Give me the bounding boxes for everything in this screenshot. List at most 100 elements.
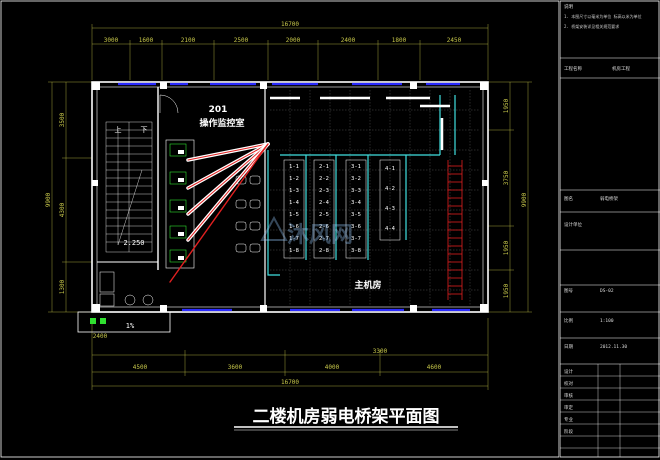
radial-cable-trays: [169, 142, 270, 283]
workstations: [169, 143, 187, 263]
right-dim-3: 1950: [503, 240, 510, 255]
bottom-dim-total-2: 3300: [373, 348, 388, 355]
rack-label: 1-6: [289, 224, 299, 230]
top-dim-6: 2400: [341, 37, 356, 44]
bottom-dim-4: 4600: [427, 364, 442, 371]
top-dim-3: 2100: [181, 37, 196, 44]
rack-label: 1-5: [289, 212, 299, 218]
drawing-label: 图名: [564, 195, 573, 202]
rack-label: 3-1: [351, 164, 361, 170]
bottom-left-stub-dim: 2400: [93, 333, 108, 340]
restroom-items: [90, 318, 106, 324]
rack-label: 1-3: [289, 188, 299, 194]
sign-row-label: 阶段: [564, 428, 573, 435]
right-dim-1: 1950: [503, 98, 510, 113]
number-label: 图号: [564, 288, 573, 294]
project-label: 工程名称: [564, 65, 582, 72]
rack-label: 4-2: [385, 186, 395, 192]
rack-label: 4-3: [385, 206, 395, 212]
bottom-dim-1: 4500: [133, 364, 148, 371]
note-line-1: 1. 本图尺寸以毫米为单位 标高以米为单位: [564, 13, 642, 19]
top-dim-4: 2500: [234, 37, 249, 44]
top-dim-8: 2450: [447, 37, 462, 44]
rack-label: 3-6: [351, 224, 361, 230]
top-dim-2: 1600: [139, 37, 154, 44]
rack-label: 2-4: [319, 200, 330, 206]
rack-label: 1-4: [289, 200, 300, 206]
raised-floor-grid: [270, 90, 480, 305]
left-overall-dimension: 9900: [45, 192, 52, 207]
drawing-value: 弱电桥架: [600, 195, 618, 202]
project-value: 机房工程: [612, 65, 630, 72]
stair-down-label: 下: [141, 126, 148, 134]
sign-row-label: 审定: [564, 404, 573, 411]
scale-value: 1:100: [600, 318, 614, 324]
note-line-2: 2. 桥架安装详见相关规范要求: [564, 23, 619, 29]
white-cable-trays: [270, 96, 450, 150]
floor-plan-drawing: 16700 3000 1600 2100 2500 2000 2400 1800…: [0, 0, 560, 458]
control-room-number: 201: [209, 105, 228, 115]
bottom-dim-2: 3600: [228, 364, 243, 371]
watermark-logo-icon: 沐风网: [260, 215, 353, 248]
rack-label: 2-3: [319, 188, 329, 194]
left-dimensions: [48, 81, 92, 313]
columns: [92, 82, 488, 312]
date-value: 2012.11.30: [600, 344, 627, 350]
workstation-screens: [178, 150, 184, 260]
notes-label: 说明: [564, 3, 573, 10]
bottom-overall-dimension: 16700: [281, 379, 299, 386]
watermark-text: 沐风网: [287, 223, 353, 248]
rack-label: 2-7: [319, 236, 329, 242]
right-overall-dimension: 9900: [521, 192, 528, 207]
cyan-cable-trays: [267, 95, 456, 276]
sign-row-label: 校对: [564, 380, 573, 387]
rack-label: 4-1: [385, 166, 395, 172]
bottom-dim-3: 4000: [325, 364, 340, 371]
rack-outlines: [283, 159, 401, 259]
title-block: 说明 1. 本图尺寸以毫米为单位 标高以米为单位 2. 桥架安装详见相关规范要求…: [560, 0, 660, 458]
right-dim-4: 1950: [503, 283, 510, 298]
red-ladder-tray: [447, 160, 463, 300]
rack-label: 3-4: [351, 200, 362, 206]
left-dim-3: 1300: [59, 279, 66, 294]
date-label: 日期: [564, 344, 573, 350]
rack-label: 2-1: [319, 164, 329, 170]
rack-label: 3-5: [351, 212, 361, 218]
sign-row-label: 设计: [564, 368, 573, 375]
drawing-frame: [0, 0, 560, 458]
rack-label: 1-2: [289, 176, 299, 182]
stair-up-label: 上: [115, 125, 122, 134]
top-dim-5: 2000: [286, 37, 301, 44]
rack-label: 3-7: [351, 236, 361, 242]
rack-label: 4-4: [385, 226, 396, 232]
bottom-dimensions: [91, 318, 489, 390]
chairs: [235, 175, 261, 253]
rack-label: 2-8: [319, 248, 329, 254]
number-value: DS-02: [600, 288, 614, 294]
rack-label: 2-6: [319, 224, 329, 230]
top-dim-7: 1800: [392, 37, 407, 44]
right-dim-2: 3750: [503, 170, 510, 185]
restroom-fixtures: [99, 271, 154, 307]
building-walls: [77, 81, 489, 333]
right-dimensions: [488, 81, 532, 313]
drawing-title: 二楼机房弱电桥架平面图: [253, 406, 440, 427]
rack-label: 1-7: [289, 236, 299, 242]
top-overall-dimension: 16700: [281, 21, 299, 28]
staircase: [105, 121, 153, 253]
control-room-door: [159, 94, 179, 114]
sign-row-label: 审核: [564, 392, 573, 399]
scale-label: 比例: [564, 317, 573, 324]
left-dim-1: 3500: [59, 112, 66, 127]
left-dim-2: 4300: [59, 202, 66, 217]
control-room-name: 操作监控室: [199, 117, 244, 129]
rack-label: 3-2: [351, 176, 361, 182]
rack-label: 1-8: [289, 248, 299, 254]
rack-label: 2-2: [319, 176, 329, 182]
top-dim-1: 3000: [104, 37, 119, 44]
rack-label: 1-1: [289, 164, 299, 170]
stair-elevation: 2.250: [123, 239, 144, 247]
sign-row-label: 专业: [564, 416, 573, 423]
slope-label: 1%: [126, 322, 135, 330]
machine-room-name: 主机房: [354, 279, 381, 291]
